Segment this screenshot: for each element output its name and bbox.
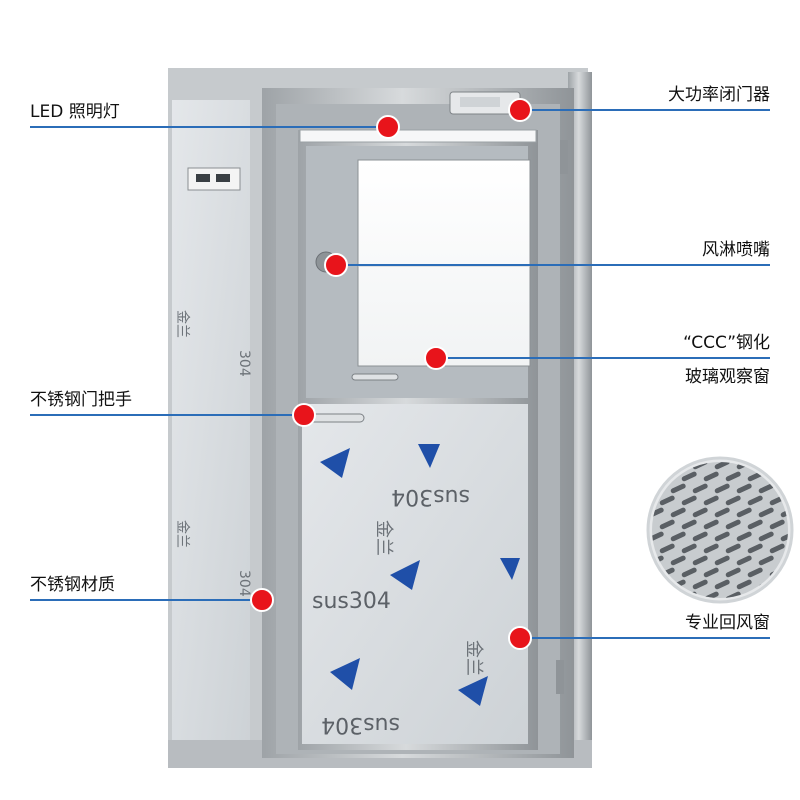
grille-slot (725, 519, 741, 530)
grille-slot (725, 543, 741, 554)
grille-slot (758, 483, 774, 494)
grille-slot (652, 579, 664, 590)
grille-slot (681, 543, 697, 554)
label-door-closer: 大功率闭门器 (668, 85, 770, 105)
marker-glass (424, 346, 448, 370)
grille-slot (714, 579, 730, 590)
grille-slot (780, 531, 788, 542)
grille-slot (769, 519, 785, 530)
grille-slot (780, 507, 788, 518)
grille-slot (747, 495, 763, 506)
grille-slot (681, 567, 697, 578)
svg-text:金兰: 金兰 (463, 640, 484, 676)
door-hinges (556, 140, 568, 694)
grille-slot (681, 519, 697, 530)
grille-slot (670, 483, 686, 494)
grille-slot (692, 531, 708, 542)
marker-closer (508, 98, 532, 122)
grille-slot (791, 495, 800, 506)
grille-slot (692, 555, 708, 566)
label-material: 不锈钢材质 (30, 575, 115, 595)
grille-slot (736, 531, 752, 542)
grille-slot (791, 543, 800, 554)
grille-slot (758, 507, 774, 518)
grille-slot (769, 591, 785, 598)
grille-slot (703, 471, 719, 482)
grille-slot (692, 483, 708, 494)
grille-slot (725, 495, 741, 506)
svg-text:金兰: 金兰 (174, 520, 190, 548)
marker-return-air (508, 626, 532, 650)
grille-slot (714, 483, 730, 494)
grille-slot (670, 555, 686, 566)
grille-slot (725, 591, 741, 598)
grille-slot (652, 462, 664, 470)
grille-slot (758, 531, 774, 542)
grille-slot (659, 591, 675, 598)
svg-text:sus304: sus304 (321, 712, 400, 737)
grille-slot (703, 567, 719, 578)
marker-led (376, 115, 400, 139)
grille-slot (714, 531, 730, 542)
grille-slot (681, 471, 697, 482)
control-panel (187, 167, 241, 191)
grille-slot (747, 567, 763, 578)
grille-slot (681, 495, 697, 506)
grille-slot (670, 507, 686, 518)
grille-slot (736, 483, 752, 494)
grille-slot (758, 462, 774, 470)
grille-slot (725, 471, 741, 482)
door-film-print: sus304 sus304 sus304 金兰 金兰 (312, 444, 520, 737)
label-glass-window-line1: “CCC”钢化 (683, 333, 770, 353)
grille-slot (670, 531, 686, 542)
grille-slot (659, 543, 675, 554)
grille-slot (791, 591, 800, 602)
label-return-air-window: 专业回风窗 (685, 613, 770, 633)
grille-slot (736, 579, 752, 590)
label-glass-window-line2: 玻璃观察窗 (685, 367, 770, 387)
grille-slot (703, 519, 719, 530)
svg-text:金兰: 金兰 (174, 310, 190, 338)
grille-slot (758, 555, 774, 566)
grille-slot (703, 591, 719, 598)
grille-slot (659, 495, 675, 506)
grille-slot (780, 579, 788, 590)
grille-slot (791, 471, 800, 482)
callout-markers (250, 98, 532, 650)
return-air-grille-inset (646, 456, 800, 604)
grille-slot (769, 543, 785, 554)
label-led-light: LED 照明灯 (30, 102, 120, 122)
callout-lines (30, 109, 770, 639)
grille-slot (780, 462, 788, 470)
svg-text:金兰: 金兰 (373, 520, 394, 556)
grille-slot (791, 567, 800, 578)
door-leaf (298, 129, 538, 750)
label-door-handle: 不锈钢门把手 (30, 390, 132, 410)
grille-slot (714, 555, 730, 566)
grille-slot (659, 519, 675, 530)
left-film-print: 金兰 金兰 304 304 (174, 310, 252, 597)
grille-slot (692, 579, 708, 590)
svg-text:sus304: sus304 (391, 484, 470, 509)
svg-text:sus304: sus304 (312, 589, 391, 614)
grille-slot (703, 495, 719, 506)
grille-slot (725, 567, 741, 578)
grille-slot (747, 543, 763, 554)
grille-slot (703, 543, 719, 554)
label-nozzle: 风淋喷嘴 (702, 240, 770, 260)
grille-slot (747, 519, 763, 530)
marker-nozzle (324, 253, 348, 277)
svg-text:304: 304 (236, 570, 252, 597)
marker-material (250, 588, 274, 612)
grille-slot (736, 555, 752, 566)
grille-slot (736, 507, 752, 518)
svg-text:304: 304 (236, 350, 252, 377)
grille-slot (714, 507, 730, 518)
grille-slot (692, 507, 708, 518)
marker-handle (292, 403, 316, 427)
